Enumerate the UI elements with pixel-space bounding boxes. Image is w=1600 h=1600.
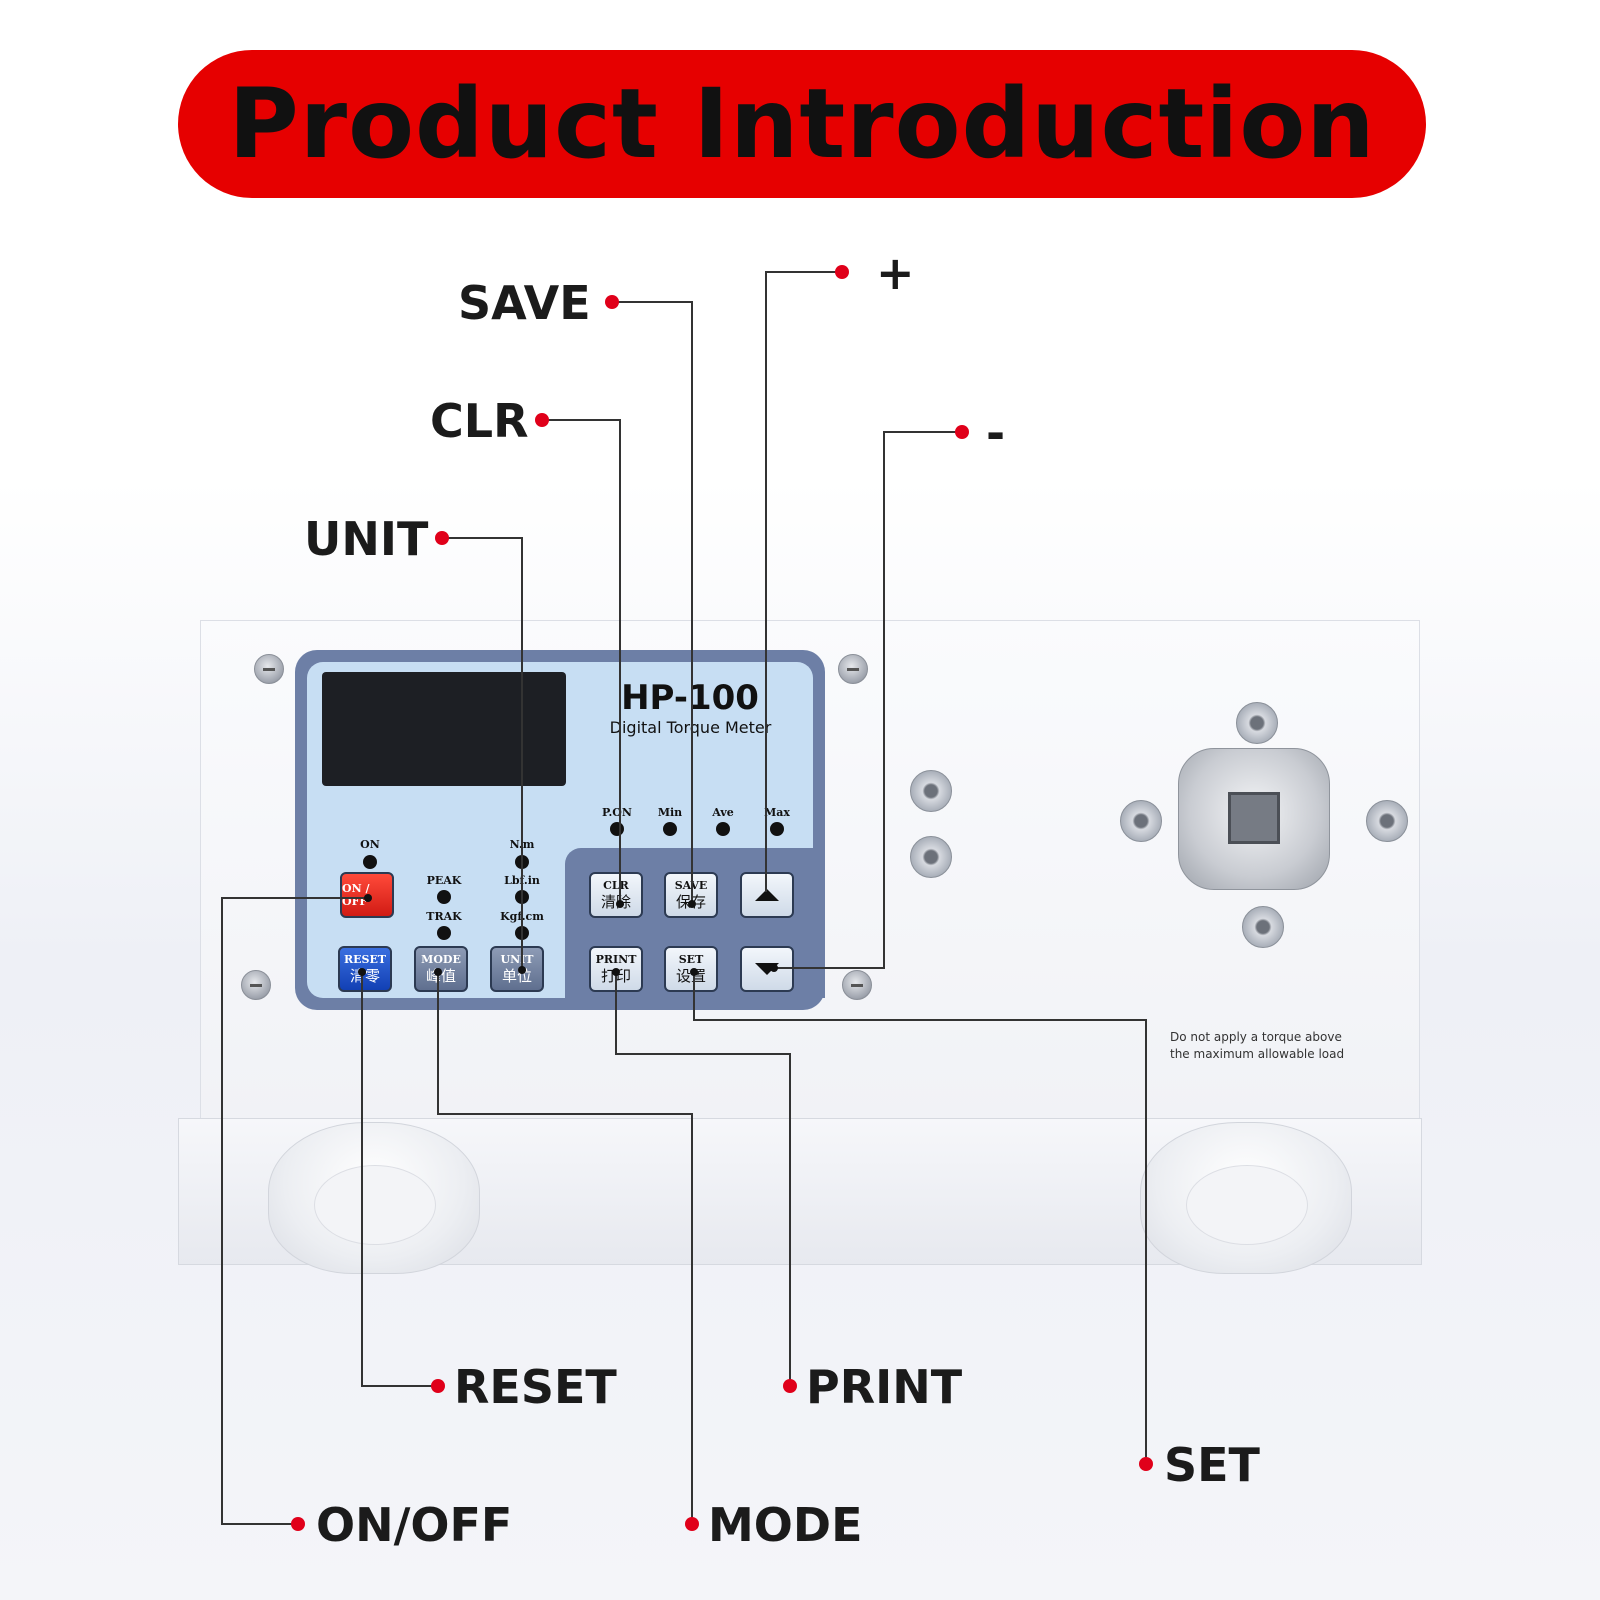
callout-reset: RESET	[454, 1360, 617, 1414]
device-foot-right	[1140, 1122, 1352, 1274]
indicator-led	[363, 855, 377, 869]
callout-plus: +	[876, 246, 915, 300]
nut-icon	[1120, 800, 1162, 842]
callout-mode: MODE	[708, 1498, 863, 1552]
screw-icon	[241, 970, 271, 1000]
callout-dot	[291, 1517, 305, 1531]
square-drive-socket	[1228, 792, 1280, 844]
nut-icon	[1242, 906, 1284, 948]
callout-dot	[955, 425, 969, 439]
callout-dot	[605, 295, 619, 309]
indicator-label: Max	[764, 806, 790, 819]
callout-set: SET	[1164, 1438, 1260, 1492]
screw-icon	[842, 970, 872, 1000]
indicator-led	[437, 890, 451, 904]
indicator-label: PEAK	[426, 874, 462, 887]
model-name: HP-100	[621, 678, 759, 718]
callout-dot	[835, 265, 849, 279]
leader-save	[612, 301, 693, 904]
nut-icon	[1366, 800, 1408, 842]
callout-dot	[1139, 1457, 1153, 1471]
leader-clr	[542, 419, 621, 904]
indicator-label: TRAK	[426, 910, 462, 923]
callout-onoff: ON/OFF	[316, 1498, 513, 1552]
arrow-up-icon	[755, 889, 779, 901]
leader-set	[693, 972, 1147, 1464]
leader-mode	[437, 972, 693, 1524]
title-banner: Product Introduction	[178, 50, 1426, 198]
callout-dot	[783, 1379, 797, 1393]
indicator-led	[437, 926, 451, 940]
leader-plus	[765, 271, 842, 892]
callout-dot	[435, 531, 449, 545]
screw-icon	[254, 654, 284, 684]
callout-print: PRINT	[806, 1360, 963, 1414]
indicator-label: Ave	[712, 806, 734, 819]
callout-clr: CLR	[430, 394, 529, 448]
screw-icon	[838, 654, 868, 684]
indicator-led	[663, 822, 677, 836]
leader-minus	[774, 431, 962, 969]
callout-dot	[431, 1379, 445, 1393]
indicator-led	[716, 822, 730, 836]
leader-onoff	[221, 897, 368, 1525]
indicator-label: Min	[657, 806, 683, 819]
indicator-label: ON	[360, 838, 380, 851]
callout-minus: -	[986, 406, 1006, 460]
title-text: Product Introduction	[228, 68, 1376, 180]
leader-unit	[442, 537, 523, 970]
warning-line-1: Do not apply a torque above	[1170, 1030, 1342, 1044]
callout-dot	[535, 413, 549, 427]
leader-reset	[361, 972, 438, 1387]
callout-dot	[685, 1517, 699, 1531]
indicator-led	[770, 822, 784, 836]
model-subtitle: Digital Torque Meter	[609, 718, 772, 737]
warning-line-2: the maximum allowable load	[1170, 1047, 1345, 1061]
lcd-display	[322, 672, 566, 786]
device-foot-left	[268, 1122, 480, 1274]
nut-icon	[910, 836, 952, 878]
nut-icon	[910, 770, 952, 812]
callout-unit: UNIT	[304, 512, 429, 566]
callout-save: SAVE	[458, 276, 591, 330]
indicator-label: P.ON	[602, 806, 632, 819]
nut-icon	[1236, 702, 1278, 744]
leader-print	[615, 972, 791, 1386]
